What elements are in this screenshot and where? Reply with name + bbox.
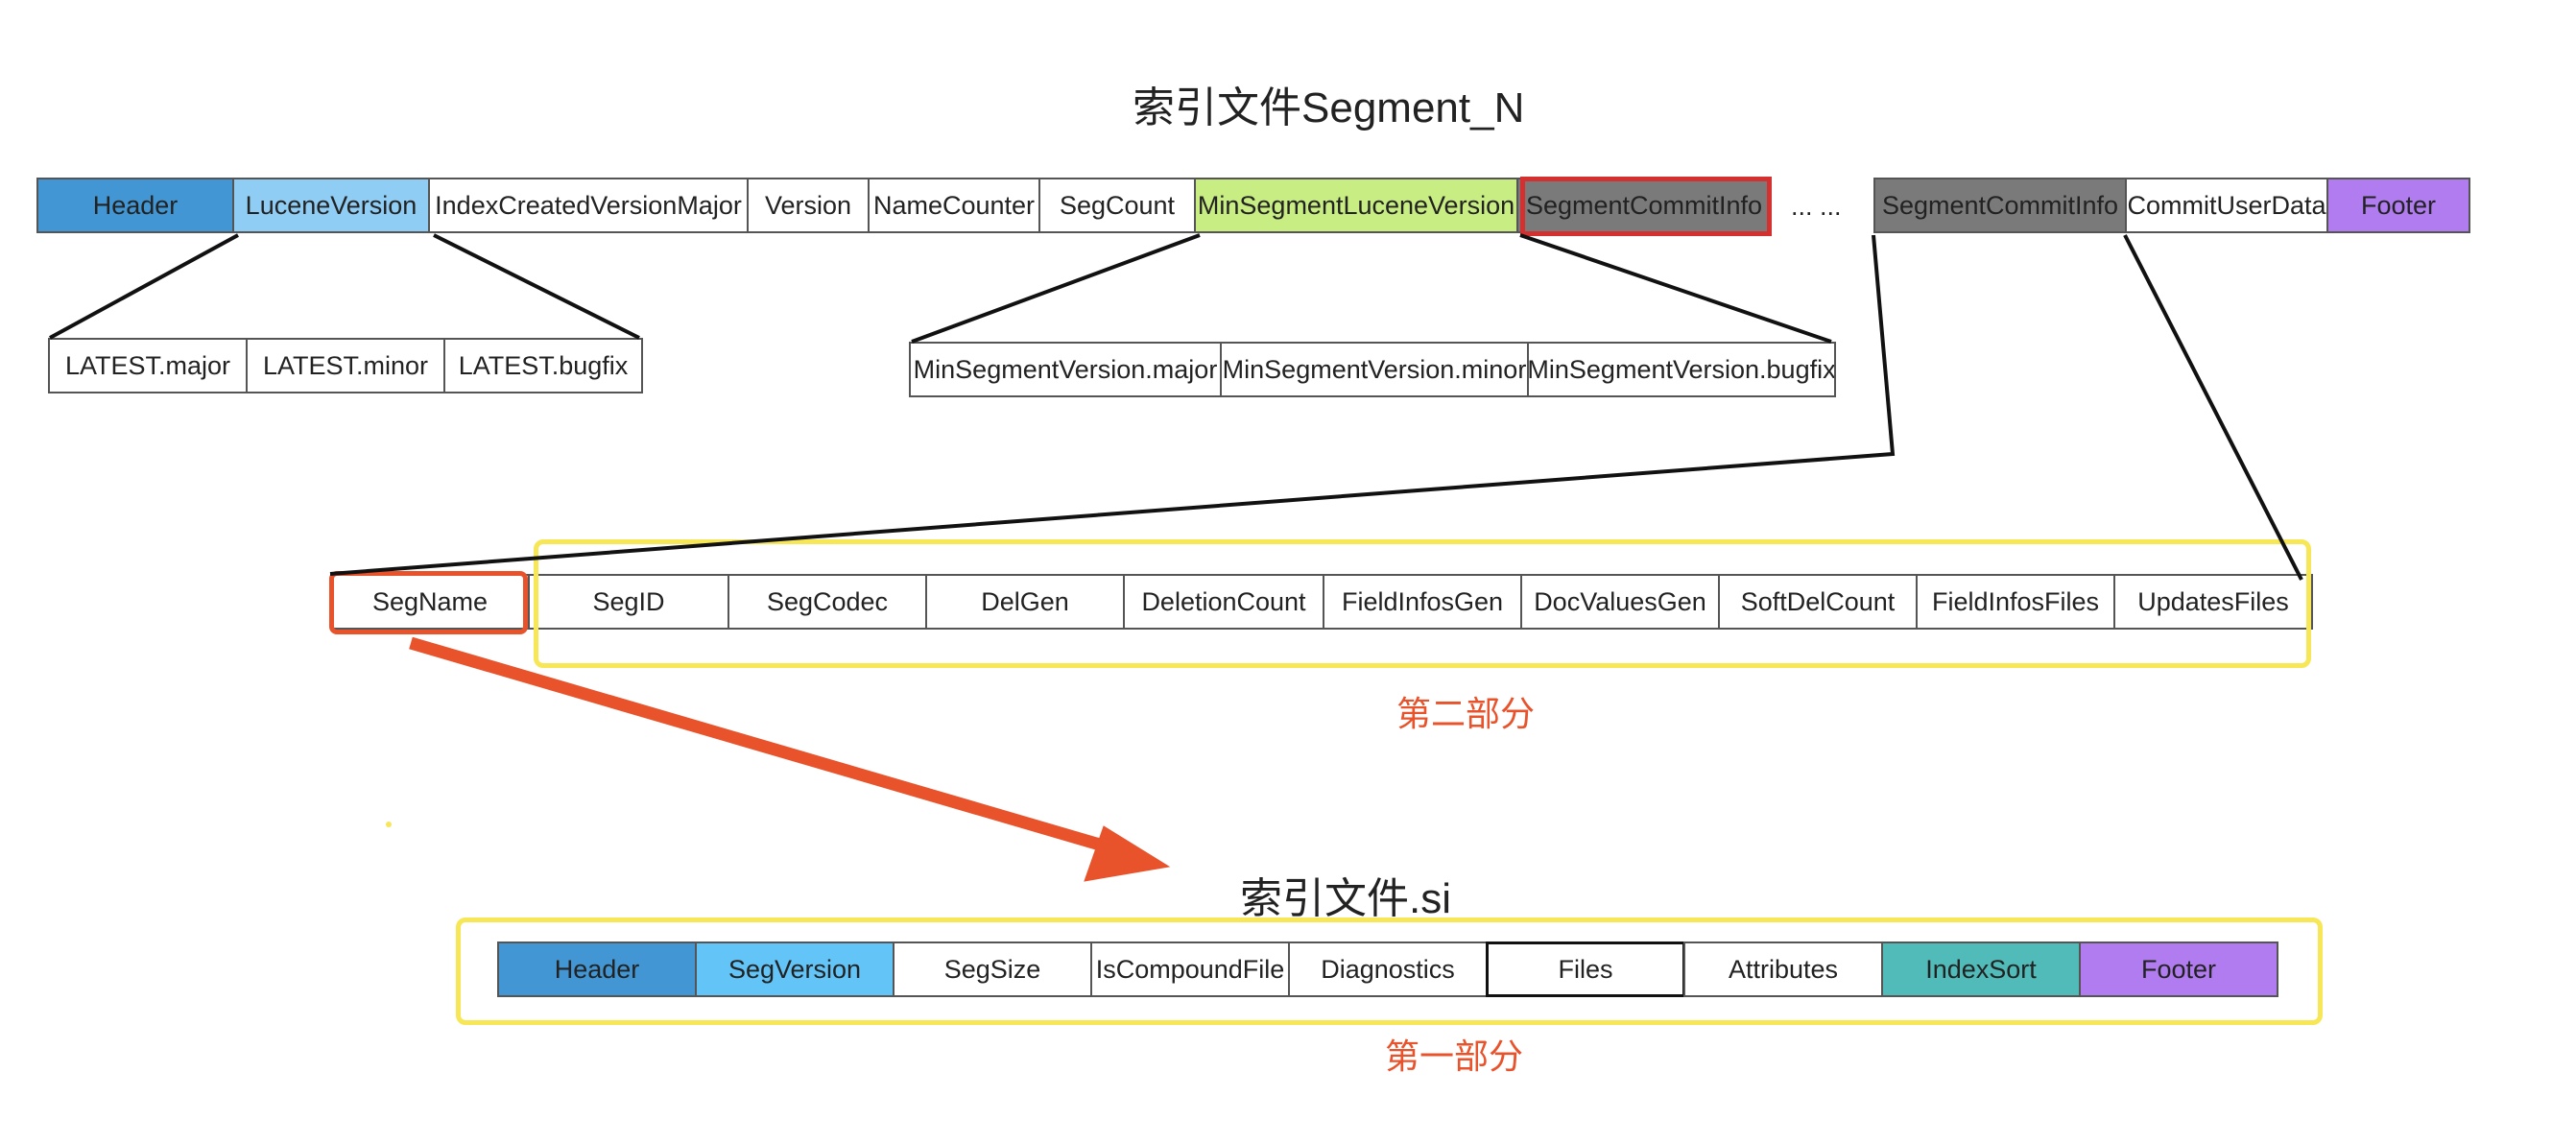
field-version: Version	[747, 178, 870, 233]
field-files: Files	[1486, 941, 1685, 997]
stray-dot	[386, 822, 392, 827]
field-luceneversion: LuceneVersion	[232, 178, 430, 233]
field-footer: Footer	[2326, 178, 2470, 233]
field-softdelcount: SoftDelCount	[1718, 574, 1918, 630]
field-minsegmentversion-minor: MinSegmentVersion.minor	[1220, 342, 1529, 397]
field-deletioncount: DeletionCount	[1123, 574, 1324, 630]
field-latest-major: LATEST.major	[48, 338, 248, 393]
connector-line	[433, 233, 640, 340]
part-one-highlight	[456, 918, 2323, 1025]
field-segcount: SegCount	[1038, 178, 1196, 233]
field-attributes: Attributes	[1683, 941, 1883, 997]
segment-n-title: 索引文件Segment_N	[1133, 84, 1525, 131]
field-latest-bugfix: LATEST.bugfix	[443, 338, 643, 393]
segment-commit-info-highlight	[1520, 177, 1772, 236]
field-minsegmentversion-bugfix: MinSegmentVersion.bugfix	[1527, 342, 1836, 397]
segname-highlight	[329, 571, 528, 634]
field-header: Header	[36, 178, 234, 233]
field-fieldinfosfiles: FieldInfosFiles	[1916, 574, 2115, 630]
field-segid: SegID	[528, 574, 729, 630]
field-minsegmentluceneversion: MinSegmentLuceneVersion	[1194, 178, 1518, 233]
field-indexsort: IndexSort	[1881, 941, 2081, 997]
field-segcodec: SegCodec	[727, 574, 927, 630]
connector-line	[329, 234, 1896, 576]
field-indexcreatedversionmajor: IndexCreatedVersionMajor	[428, 178, 749, 233]
ellipsis: ... ...	[1791, 192, 1842, 221]
field-footer: Footer	[2079, 941, 2278, 997]
field-header: Header	[497, 941, 697, 997]
field-iscompoundfile: IsCompoundFile	[1090, 941, 1290, 997]
field-commituserdata: CommitUserData	[2125, 178, 2328, 233]
si-title: 索引文件.si	[1240, 875, 1451, 922]
field-segversion: SegVersion	[695, 941, 894, 997]
part-two-label: 第二部分	[1396, 694, 1536, 733]
connector-line	[1519, 233, 1832, 344]
connector-line	[911, 233, 1201, 344]
part-two-highlight	[534, 539, 2311, 668]
field-updatesfiles: UpdatesFiles	[2113, 574, 2313, 630]
part-one-label: 第一部分	[1385, 1037, 1524, 1076]
field-segmentcommitinfo: SegmentCommitInfo	[1873, 178, 2127, 233]
connector-line	[49, 233, 239, 340]
connector-line	[2123, 234, 2303, 581]
segname-arrow-head	[1084, 825, 1171, 882]
segname-arrow-shaft	[409, 636, 1134, 861]
field-latest-minor: LATEST.minor	[246, 338, 445, 393]
field-diagnostics: Diagnostics	[1288, 941, 1488, 997]
field-segsize: SegSize	[893, 941, 1092, 997]
